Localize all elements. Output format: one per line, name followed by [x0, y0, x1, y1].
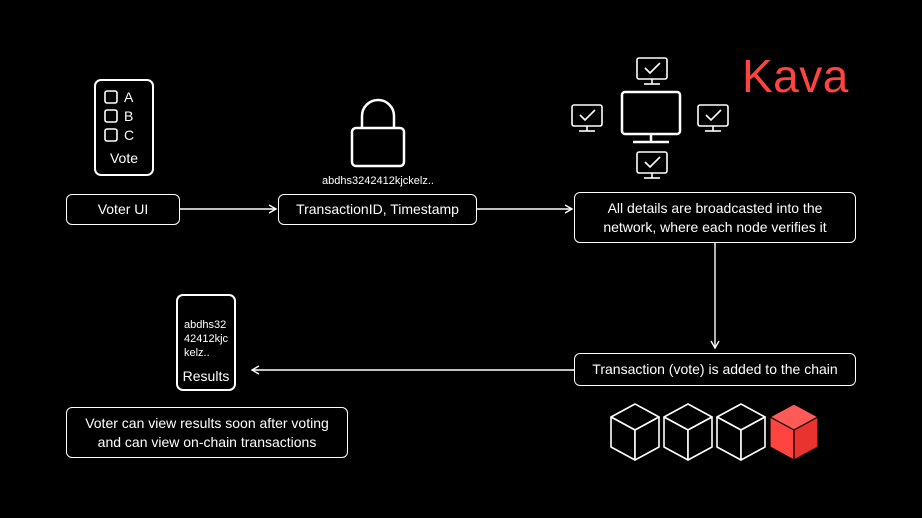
option-b-label: B — [124, 108, 134, 124]
ballot-phone-icon — [94, 79, 154, 176]
transaction-box: TransactionID, Timestamp — [278, 194, 477, 225]
transaction-label: TransactionID, Timestamp — [296, 201, 459, 217]
broadcast-label-line-2: network, where each node verifies it — [603, 218, 827, 235]
option-a-label: A — [124, 89, 134, 105]
lock-hash: abdhs3242412kjckelz.. — [322, 175, 434, 187]
chain-block-2 — [663, 403, 713, 461]
added-to-chain-label: Transaction (vote) is added to the chain — [592, 361, 838, 377]
chain-block-1 — [610, 403, 660, 461]
added-to-chain-box: Transaction (vote) is added to the chain — [574, 353, 856, 386]
kava-logo: Kava — [742, 50, 849, 102]
checkbox-c — [104, 128, 118, 142]
chain-block-3 — [716, 403, 766, 461]
padlock-icon — [350, 98, 406, 168]
results-hash-line-1: abdhs32 — [184, 319, 227, 331]
vote-label: Vote — [109, 150, 139, 166]
network-monitors-icon — [571, 57, 729, 179]
broadcast-box: All details are broadcasted into the net… — [574, 192, 856, 243]
view-results-label-line-1: Voter can view results soon after voting — [85, 414, 329, 431]
view-results-box: Voter can view results soon after voting… — [66, 407, 348, 458]
voter-ui-box: Voter UI — [66, 194, 180, 225]
results-label: Results — [182, 368, 230, 384]
option-c-label: C — [124, 127, 135, 143]
checkbox-b — [104, 109, 118, 123]
results-phone-icon — [176, 294, 236, 391]
checkbox-a — [104, 90, 118, 104]
blockchain-cubes-icon — [610, 403, 819, 461]
voter-ui-label: Voter UI — [97, 201, 149, 217]
results-hash-line-2: 42412kjc — [184, 333, 229, 345]
view-results-label-line-2: and can view on-chain transactions — [97, 433, 317, 450]
results-hash-line-3: kelz.. — [184, 347, 210, 359]
broadcast-label-line-1: All details are broadcasted into the — [607, 199, 823, 216]
chain-block-new — [769, 403, 819, 461]
